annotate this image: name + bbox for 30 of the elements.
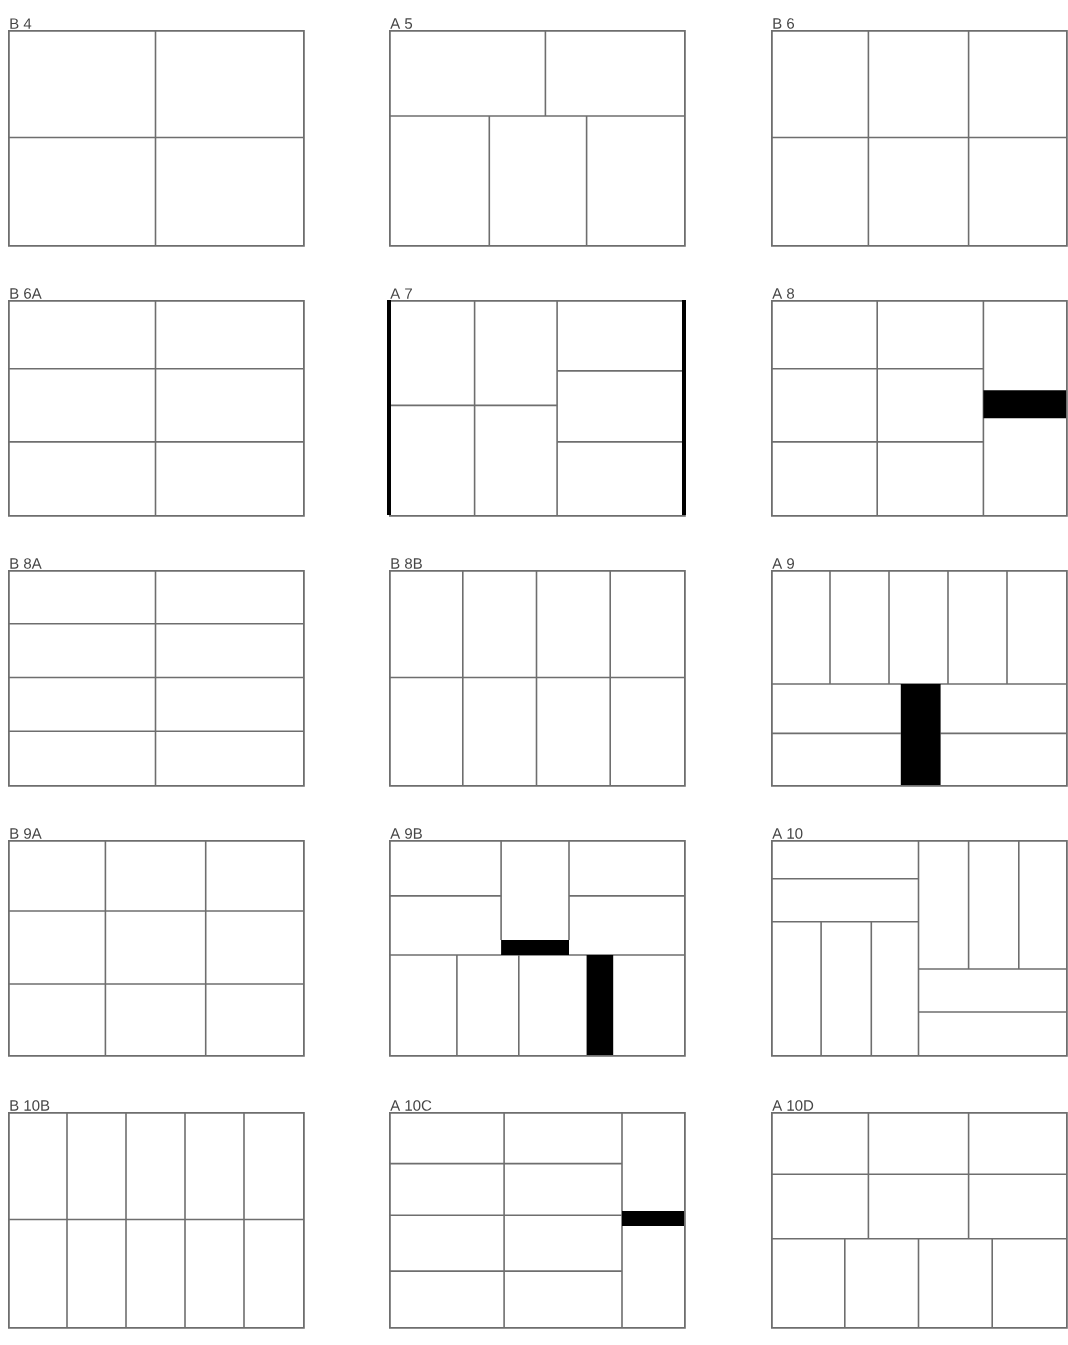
layout-drawing: A 7 (387, 288, 686, 517)
node-label: A 9B (390, 828, 422, 839)
node-label: A 8 (772, 288, 795, 299)
node-label: B 10B (10, 1100, 50, 1111)
layout-drawing: A 10C (388, 1100, 686, 1329)
node-label: B 4 (10, 18, 32, 29)
node-label: B 6 (773, 18, 795, 29)
layout-drawing: B 8B (388, 558, 686, 787)
node-label: A 5 (390, 18, 413, 29)
node-label: A 9 (772, 558, 794, 569)
node-label: B 8B (391, 558, 422, 569)
layout-drawing: A 5 (388, 18, 686, 247)
node-label: A 10 (772, 828, 803, 839)
layout-drawing: A 10 (770, 828, 1068, 1057)
layout-drawing: B 6A (7, 288, 305, 517)
layout-drawing: B 4 (7, 18, 305, 247)
layout-drawing: A 8 (770, 288, 1068, 517)
node-label: A 7 (390, 288, 412, 299)
layout-drawing: A 9B (388, 828, 686, 1057)
layout-drawing: A 10D (770, 1100, 1068, 1329)
layout-drawing: B 10B (7, 1100, 305, 1329)
node-label: B 6A (10, 288, 42, 299)
layout-drawing: B 6 (770, 18, 1068, 247)
layout-drawing: B 8A (7, 558, 305, 787)
layout-drawing: A 9 (770, 558, 1068, 787)
node-label: A 10D (772, 1100, 814, 1111)
node-label: A 10C (390, 1100, 432, 1111)
layout-drawing: B 9A (7, 828, 305, 1057)
node-label: B 8A (10, 558, 42, 569)
node-label: B 9A (10, 828, 42, 839)
